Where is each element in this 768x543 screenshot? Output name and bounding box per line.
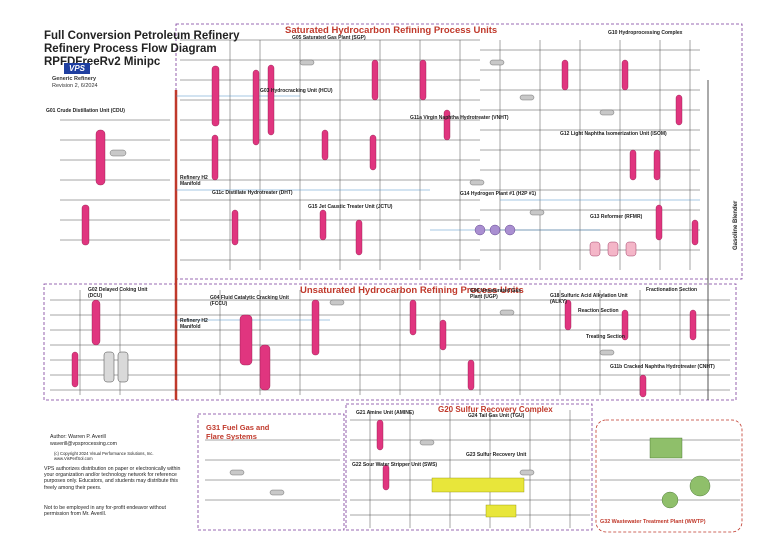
restriction-text: Not to be employed in any for-profit end… [44,505,166,518]
jctu-label: G15 Jet Caustic Treater Unit (JCTU) [308,204,393,210]
amine-label: G21 Amine Unit (AMINE) [356,410,414,416]
company-name: Generic Refinery [52,76,97,82]
isom-label: G12 Light Naphtha Isomerization Unit (IS… [560,131,667,137]
rfmr-label: G13 Reformer (RFMR) [590,214,643,220]
unsaturated-region-border [43,283,737,401]
dcu-label: G02 Delayed Coking Unit (DCU) [88,287,148,299]
nht-label: G11a Virgin Naphtha Hydrotreater (VNHT) [410,115,509,121]
hydrogen-pipework [176,95,700,321]
hydrogen-plant-equipment [474,224,516,236]
cnht-label: G11b Cracked Naphtha Hydrotreater (CNHT) [610,364,715,370]
coke-drums [103,351,129,383]
reaction-label: Reaction Section [578,308,619,314]
wastewater-region-title: G32 Wastewater Treatment Plant (WWTP) [600,519,706,525]
unsaturated-region-title: Unsaturated Hydrocarbon Refining Process… [300,285,524,296]
vps-logo: VPS [64,63,90,74]
pipework [50,39,740,528]
fcc-label: G04 Fluid Catalytic Cracking Unit (FCCU) [210,295,289,307]
title-line-1: Full Conversion Petroleum Refinery [44,30,240,42]
sws-label: G22 Sour Water Stripper Unit (SWS) [352,462,438,468]
h2-manifold-2-label: Refinery H2 Manifold [180,318,208,330]
sulfur-region-title: G20 Sulfur Recovery Complex [438,405,553,414]
hydroprocessing-label: G10 Hydroprocessing Complex [608,30,683,36]
author-email: waverill@vpsprocessing.com [50,441,117,447]
treating-label: Treating Section [586,334,625,340]
gasoline-blender-label: Gasoline Blender [733,200,739,250]
copyright: (c) Copyright 2024 Visual Performance So… [54,451,154,461]
author: Author: Warren P. Averill [50,434,106,440]
revision: Revision 2, 6/2024 [52,83,98,89]
permission-text: VPS authorizes distribution on paper or … [44,466,181,491]
sulfur-region-border [345,403,593,531]
reformer-reactors [589,241,637,257]
ugp-label: G06 Unsaturated Gas Plant (UGP) [470,288,521,300]
saturated-region-border [175,23,743,280]
wastewater-region-border [595,419,743,533]
sulfur-equipment [431,477,525,518]
fuelgas-region-border [197,413,345,531]
tgu-label: G24 Tail Gas Unit (TGU) [468,413,525,419]
wastewater-tanks [649,437,711,509]
sgp-label: G05 Saturated Gas Plant (SGP) [292,35,366,41]
fuelgas-region-title: G31 Fuel Gas and Flare Systems [206,423,270,441]
alky-label: G18 Sulfuric Acid Alkylation Unit (ALKY) [550,293,628,305]
sru-label: G23 Sulfur Recovery Unit [466,452,527,458]
h2-manifold-label: Refinery H2 Manifold [180,175,208,187]
fractionation-label: Fractionation Section [646,287,698,293]
cdu-label: G01 Crude Distillation Unit (CDU) [46,108,125,114]
vessels [109,59,615,496]
h2p-label: G14 Hydrogen Plant #1 (H2P #1) [460,191,537,197]
hcu-label: G03 Hydrocracking Unit (HCU) [260,88,333,94]
dht-label: G11c Distillate Hydrotreater (DHT) [212,190,293,196]
distillation-columns [71,59,699,491]
saturated-region-title: Saturated Hydrocarbon Refining Process U… [285,25,498,36]
title-line-2: Refinery Process Flow Diagram [44,43,217,55]
